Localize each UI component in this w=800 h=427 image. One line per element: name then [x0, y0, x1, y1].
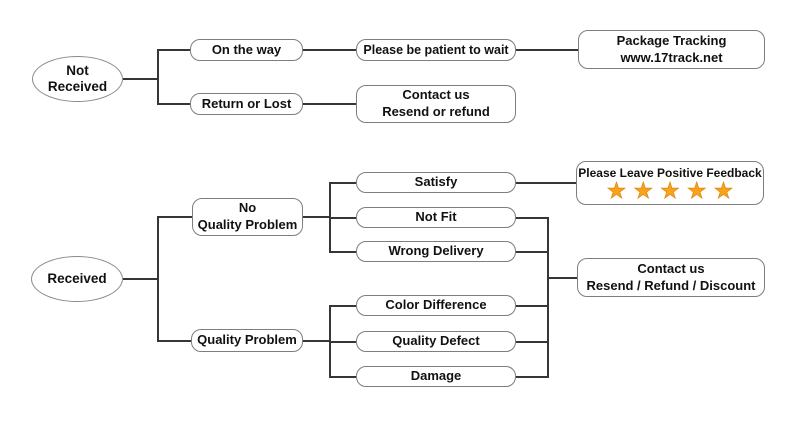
node-package-tracking: Package Tracking www.17track.net	[578, 30, 765, 69]
node-contact-us-bottom: Contact us Resend / Refund / Discount	[577, 258, 765, 297]
node-label: On the way	[211, 41, 282, 57]
connector-line	[516, 251, 549, 253]
node-label: Quality Problem	[197, 217, 298, 232]
connector-line	[303, 103, 356, 105]
connector-line	[329, 251, 356, 253]
node-positive-feedback: Please Leave Positive Feedback ★★★★★	[576, 161, 764, 205]
connector-line	[303, 216, 330, 218]
node-label: Damage	[410, 368, 462, 384]
connector-line	[547, 217, 549, 378]
connector-line	[329, 376, 356, 378]
node-label: Resend or refund	[382, 104, 490, 119]
node-received: Received	[31, 256, 123, 302]
star-rating: ★★★★★	[606, 178, 734, 204]
connector-line	[157, 216, 192, 218]
connector-line	[157, 103, 190, 105]
connector-line	[303, 340, 330, 342]
node-label: Wrong Delivery	[388, 243, 484, 259]
connector-line	[516, 341, 549, 343]
connector-line	[329, 217, 356, 219]
node-label: Package Tracking	[616, 32, 727, 48]
star-icon: ★	[660, 178, 681, 204]
node-label: Quality Problem	[197, 332, 297, 348]
star-icon: ★	[633, 178, 654, 204]
node-label: Received	[47, 79, 108, 94]
star-icon: ★	[606, 178, 627, 204]
node-label: Contact us	[637, 260, 705, 276]
connector-line	[516, 376, 549, 378]
node-contact-us-top: Contact us Resend or refund	[356, 85, 516, 123]
connector-line	[516, 305, 549, 307]
node-satisfy: Satisfy	[356, 172, 516, 193]
node-damage: Damage	[356, 366, 516, 387]
connector-line	[516, 182, 576, 184]
node-label: Return or Lost	[201, 95, 292, 111]
connector-line	[123, 78, 158, 80]
node-label: Please be patient to wait	[363, 42, 509, 57]
connector-line	[157, 49, 190, 51]
node-quality-problem: Quality Problem	[191, 329, 303, 352]
connector-line	[157, 49, 159, 105]
node-on-the-way: On the way	[190, 39, 303, 61]
node-label: No	[238, 200, 257, 216]
node-not-received: Not Received	[32, 56, 123, 102]
star-icon: ★	[713, 178, 734, 204]
connector-line	[329, 182, 356, 184]
connector-line	[157, 340, 191, 342]
node-label: Not Fit	[415, 209, 457, 225]
node-wrong-delivery: Wrong Delivery	[356, 241, 516, 262]
node-label: www.17track.net	[620, 49, 723, 65]
connector-line	[157, 216, 159, 342]
connector-line	[516, 217, 549, 219]
node-color-difference: Color Difference	[356, 295, 516, 316]
connector-line	[329, 305, 356, 307]
node-label: Quality Defect	[392, 333, 480, 349]
connector-line	[123, 278, 158, 280]
node-label: Color Difference	[385, 297, 487, 313]
node-label: Satisfy	[414, 174, 458, 190]
node-label: Please Leave Positive Feedback	[578, 165, 762, 180]
node-label: Received	[47, 270, 107, 286]
node-label: Not	[66, 62, 89, 78]
connector-line	[547, 277, 577, 279]
node-label: Resend / Refund / Discount	[586, 277, 756, 293]
connector-line	[516, 49, 578, 51]
node-please-be-patient: Please be patient to wait	[356, 39, 516, 61]
connector-line	[303, 49, 356, 51]
node-no-quality-problem: No Quality Problem	[192, 198, 303, 236]
star-icon: ★	[686, 178, 707, 204]
node-quality-defect: Quality Defect	[356, 331, 516, 352]
node-label: Contact us	[402, 87, 470, 103]
node-not-fit: Not Fit	[356, 207, 516, 228]
connector-line	[329, 341, 356, 343]
node-return-or-lost: Return or Lost	[190, 93, 303, 115]
